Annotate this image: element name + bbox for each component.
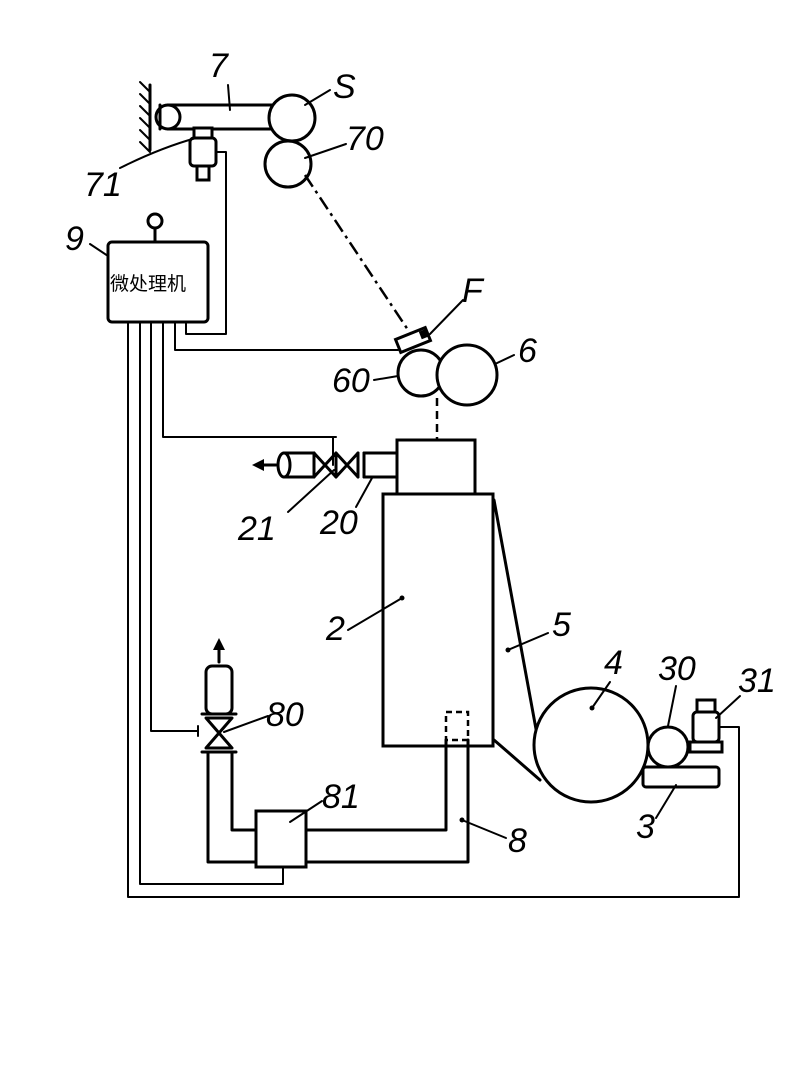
leader-81: [289, 800, 323, 823]
label-9: 9: [65, 220, 84, 258]
base-3: [641, 765, 721, 789]
drain-pipe-8: [206, 710, 470, 864]
leader-2: [347, 597, 403, 631]
label-3: 3: [636, 808, 655, 846]
leader-30: [667, 685, 677, 727]
label-8: 8: [508, 822, 527, 860]
leader-8: [461, 819, 507, 839]
leader-5: [507, 632, 549, 651]
label-F: F: [462, 272, 485, 310]
leader-21: [287, 469, 335, 513]
valve-80: [197, 638, 238, 762]
leader-9: [89, 243, 109, 257]
leader-3: [655, 784, 677, 819]
leader-71: [119, 137, 197, 169]
label-4: 4: [604, 644, 623, 682]
roller-30: [646, 725, 690, 769]
leader-4: [591, 681, 611, 709]
label-5: 5: [552, 606, 571, 644]
label-21: 21: [237, 510, 276, 548]
roller-70: [263, 139, 313, 189]
microprocessor-unit: [106, 212, 210, 324]
leader-31: [715, 695, 741, 719]
label-6: 6: [518, 332, 537, 370]
tank-head: [395, 438, 477, 496]
drum-4: [532, 686, 650, 804]
label-70: 70: [346, 120, 384, 158]
label-2: 2: [325, 610, 345, 648]
label-31: 31: [738, 662, 776, 700]
leader-S: [304, 89, 331, 106]
label-81: 81: [322, 778, 360, 816]
leader-60: [373, 375, 399, 381]
dot-2: [399, 595, 405, 601]
leader-70: [304, 143, 347, 159]
belt-5: [492, 498, 542, 782]
roller-S: [267, 93, 317, 143]
sensor-71: [188, 126, 218, 182]
label-30: 30: [658, 650, 696, 688]
label-71: 71: [84, 166, 122, 204]
detector-F: [393, 325, 433, 355]
microprocessor-label: 微处理机: [110, 273, 186, 295]
leader-F: [429, 299, 464, 335]
leader-6: [494, 354, 515, 365]
label-S: S: [333, 68, 356, 106]
unit-81: [254, 809, 308, 869]
dot-4: [589, 705, 595, 711]
wiring: [127, 151, 740, 898]
leader-80: [223, 715, 269, 733]
dot-8: [459, 817, 465, 823]
yarn-path: [303, 174, 414, 337]
label-20: 20: [319, 504, 358, 542]
label-80: 80: [266, 696, 304, 734]
roller-6: [435, 343, 499, 407]
leader-7: [227, 84, 231, 111]
exhaust-pipe: [252, 436, 399, 479]
leader-20: [355, 477, 373, 508]
sensor-31: [688, 698, 724, 754]
tank-2: [381, 492, 495, 748]
label-7: 7: [209, 47, 229, 85]
dot-5: [505, 647, 511, 653]
label-60: 60: [332, 362, 370, 400]
